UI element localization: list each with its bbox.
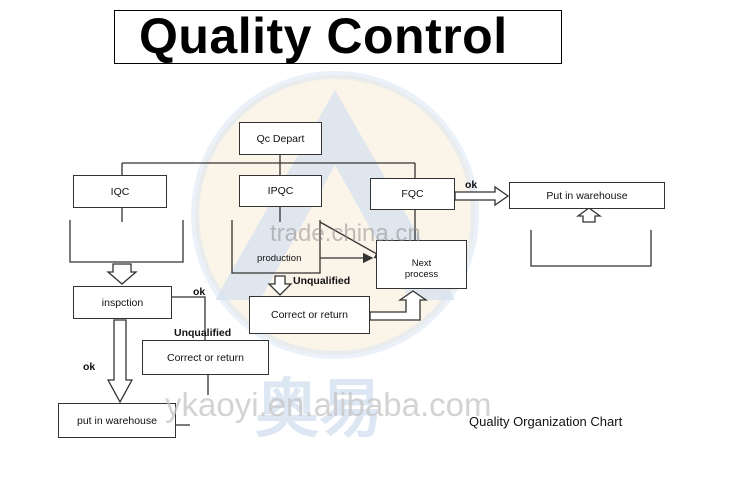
- put-in-warehouse-top-node: Put in warehouse: [509, 182, 665, 209]
- production-label: production: [257, 253, 302, 264]
- correct-or-return-left-node: Correct or return: [142, 340, 269, 375]
- unqualified-left-label: Unqualified: [174, 327, 232, 339]
- fqc-node: FQC: [370, 178, 455, 210]
- chart-caption: Quality Organization Chart: [469, 414, 623, 429]
- ok-inspection-label: ok: [193, 286, 206, 298]
- page-title: Quality Control: [139, 8, 508, 64]
- ok-left-label: ok: [83, 361, 96, 373]
- ok-fqc-label: ok: [465, 179, 478, 191]
- next-process-node: Next process: [376, 240, 467, 289]
- iqc-node: IQC: [73, 175, 167, 208]
- correct-or-return-mid-node: Correct or return: [249, 296, 370, 334]
- qc-depart-node: Qc Depart: [239, 122, 322, 155]
- unqualified-mid-label: Unqualified: [293, 275, 351, 287]
- watermark-site-bottom: ykaoyi.en.alibaba.com: [165, 386, 492, 423]
- inspection-node: inspction: [73, 286, 172, 319]
- put-in-warehouse-bottom-node: put in warehouse: [58, 403, 176, 438]
- title-box: Quality Control: [114, 8, 562, 64]
- next-process-label: Next process: [404, 257, 439, 280]
- watermark-chinese: 奥易: [255, 373, 383, 447]
- ipqc-node: IPQC: [239, 175, 322, 207]
- watermark-site-top: trade.china.cn: [270, 220, 421, 247]
